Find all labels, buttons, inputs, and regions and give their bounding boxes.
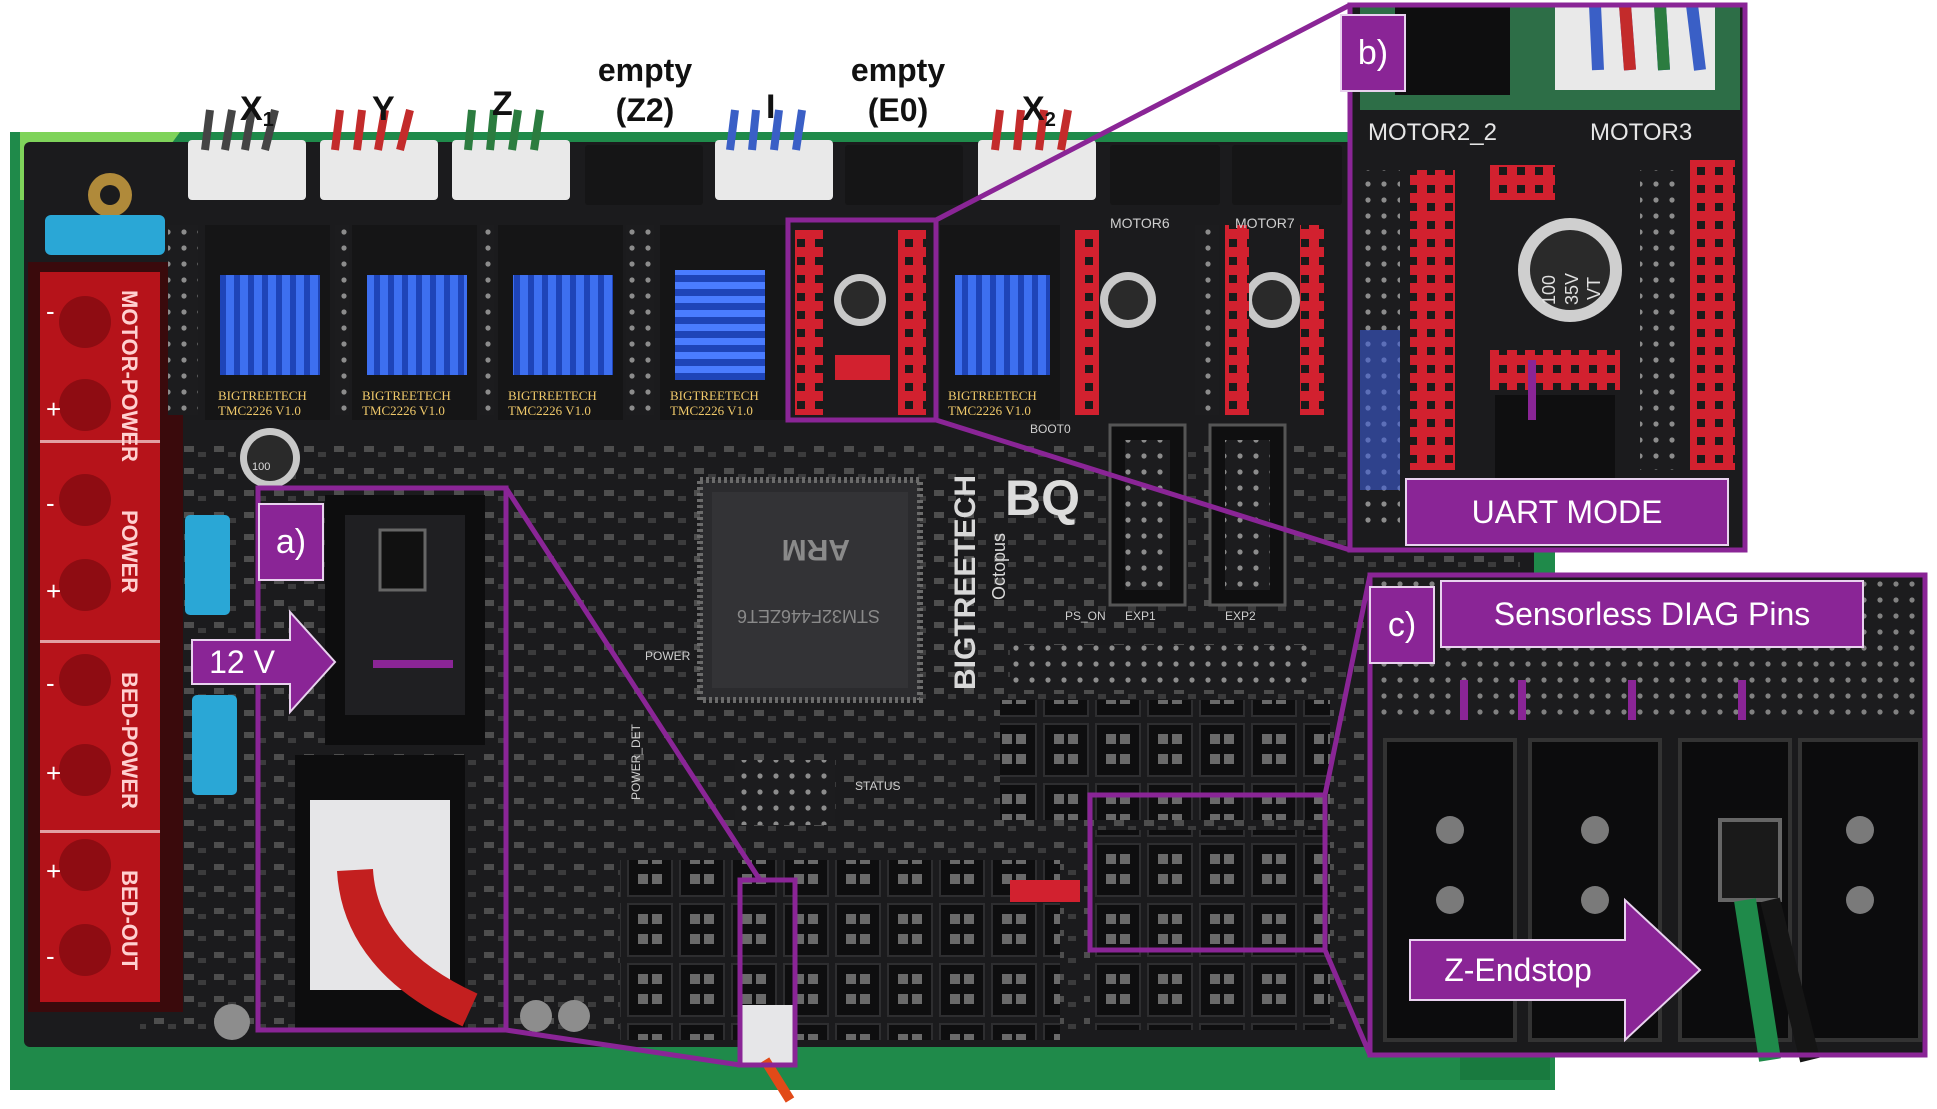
terminal-minus-2: - (46, 488, 55, 518)
boot0-print: BOOT0 (1030, 422, 1071, 436)
voltage-arrow-icon (191, 609, 337, 715)
terminal-minus-4: - (46, 941, 55, 971)
mcu-part-print: STM32F446ZET6 (737, 606, 880, 626)
status-print: STATUS (855, 779, 901, 793)
ps-on-print: PS_ON (1065, 609, 1106, 623)
label-x1-main: X (240, 90, 263, 128)
label-x2: X2 (1022, 90, 1056, 139)
power-det-print: POWER_DET (629, 723, 643, 800)
terminal-plus-2: + (46, 576, 61, 606)
driver-model-4: TMC2226 V1.0 (670, 403, 753, 418)
exp1-print: EXP1 (1125, 609, 1156, 623)
voltage-callout: 12 V (209, 643, 275, 680)
label-empty-e0: empty (E0) (838, 50, 958, 130)
motor-power-print: MOTOR-POWER (117, 290, 142, 462)
motor-connectors (188, 109, 1342, 205)
label-x2-main: X (1022, 90, 1045, 128)
label-x1-sub: 1 (262, 109, 274, 131)
terminal-plus-1: + (46, 394, 61, 424)
terminal-plus-4: + (46, 856, 61, 886)
driver-brand-5: BIGTREETECH (948, 388, 1037, 403)
sensorless-diag-callout: Sensorless DIAG Pins (1440, 580, 1864, 648)
cap-value-print: 100 (252, 461, 270, 473)
stepper-drivers: BIGTREETECH TMC2226 V1.0 BIGTREETECH TMC… (168, 225, 1060, 420)
label-i: I (766, 88, 776, 126)
terminal-plus-3: + (46, 758, 61, 788)
zoom-cap-voltage: 35V (1562, 273, 1582, 305)
motor7-print: MOTOR7 (1235, 215, 1295, 231)
driver-brand-3: BIGTREETECH (508, 388, 597, 403)
z-endstop-callout: Z-Endstop (1444, 951, 1592, 988)
mcu-logo-print: ARM (782, 533, 850, 566)
label-empty-e0-line1: empty (850, 52, 946, 88)
zoom-motor2-2-print: MOTOR2_2 (1368, 119, 1497, 146)
label-x2-sub: 2 (1044, 109, 1056, 131)
terminal-minus-3: - (46, 668, 55, 698)
highlight-overlays (255, 2, 1928, 1068)
panel-letter-c: c) (1369, 586, 1435, 664)
zoom-cap-series: VT (1584, 277, 1604, 300)
driver-model-5: TMC2226 V1.0 (948, 403, 1031, 418)
zoom-cap-value: 100 (1539, 275, 1559, 305)
bed-out-print: BED-OUT (117, 870, 142, 971)
driver-model-1: TMC2226 V1.0 (218, 403, 301, 418)
driver-model-3: TMC2226 V1.0 (508, 403, 591, 418)
bq-logo: BQ (1005, 470, 1080, 526)
board-brand-print: BIGTREETECH (949, 475, 982, 690)
label-empty-e0-line2: (E0) (867, 92, 929, 128)
driver-brand-2: BIGTREETECH (362, 388, 451, 403)
driver-brand-1: BIGTREETECH (218, 388, 307, 403)
driver-brand-4: BIGTREETECH (670, 388, 759, 403)
z-endstop-arrow-icon (1409, 897, 1702, 1043)
motor6-print: MOTOR6 (1110, 215, 1170, 231)
power-led-print: POWER (645, 649, 691, 663)
exp2-print: EXP2 (1225, 609, 1256, 623)
panel-letter-b: b) (1340, 14, 1406, 92)
terminal-minus-1: - (46, 296, 55, 326)
bed-power-print: BED-POWER (117, 672, 142, 809)
power-print: POWER (117, 510, 142, 593)
label-empty-z2-line2: (Z2) (615, 92, 675, 128)
board-model-print: Octopus (989, 533, 1009, 600)
label-empty-z2-line1: empty (597, 52, 693, 88)
panel-letter-a: a) (258, 503, 324, 581)
label-empty-z2: empty (Z2) (590, 50, 700, 130)
label-y: Y (372, 90, 395, 128)
label-z: Z (492, 85, 513, 123)
driver-model-2: TMC2226 V1.0 (362, 403, 445, 418)
diag-pin-markers (373, 360, 1746, 720)
uart-mode-callout: UART MODE (1405, 478, 1729, 546)
label-x1: X1 (240, 90, 274, 139)
zoom-motor3-print: MOTOR3 (1590, 119, 1692, 146)
